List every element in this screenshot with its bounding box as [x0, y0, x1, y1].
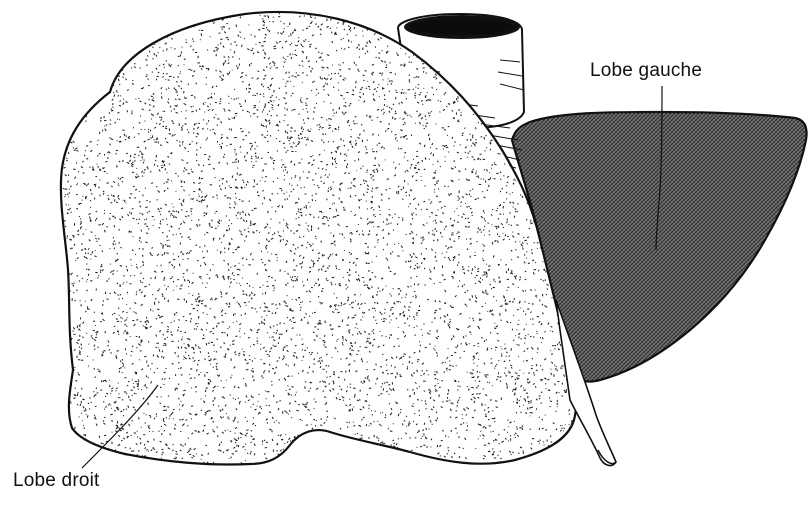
- left-lobe-label: Lobe gauche: [590, 60, 702, 82]
- right-lobe-label: Lobe droit: [13, 470, 100, 492]
